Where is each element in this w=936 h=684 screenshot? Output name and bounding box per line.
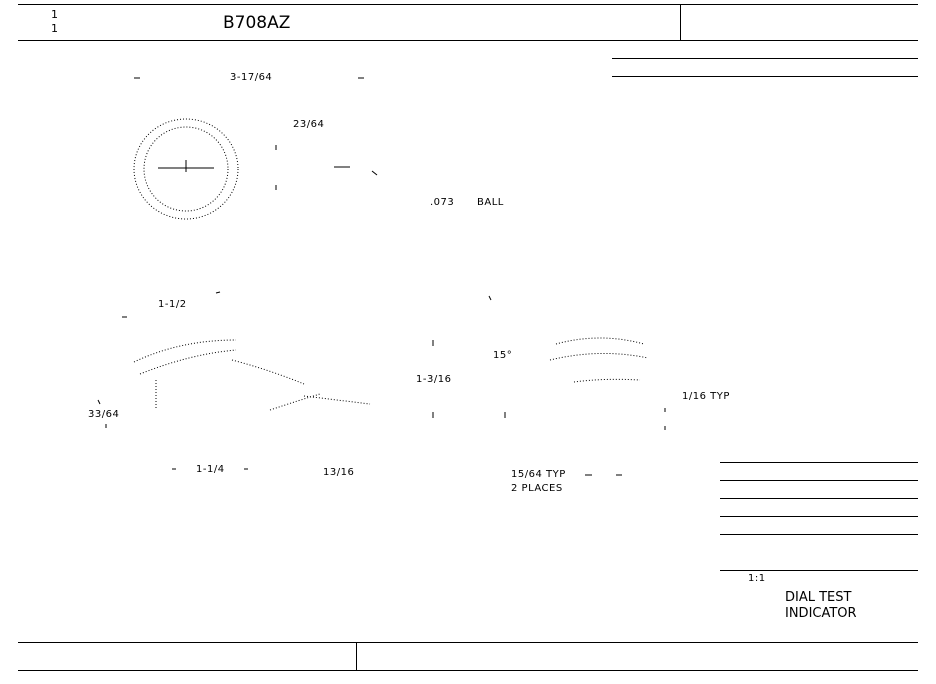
- dim-arm-length: 1-1/2: [158, 299, 187, 310]
- dim-ball-size: .073: [430, 197, 455, 208]
- part-name-line-1: DIAL TEST: [785, 590, 852, 605]
- table-rule-4: [720, 516, 918, 517]
- notes-rule-2: [612, 76, 918, 77]
- scale-note: 1:1: [748, 573, 766, 584]
- table-rule-2: [720, 480, 918, 481]
- dim-right-tip: 1/16 TYP: [682, 391, 730, 402]
- front-view-arm-mid: [139, 349, 237, 375]
- dim-ball-label: BALL: [477, 197, 504, 208]
- bottom-rule-2: [18, 670, 918, 671]
- front-view-tip: [303, 395, 371, 405]
- title-bottom-border: [18, 40, 918, 41]
- top-border: [18, 4, 918, 5]
- right-view-top: [555, 337, 645, 345]
- notes-rule-1: [612, 58, 918, 59]
- dim-top-width: 3-17/64: [230, 72, 273, 83]
- top-view-inner: [143, 126, 229, 212]
- dim-left-height: 33/64: [88, 409, 120, 420]
- radius-leader-2: [371, 170, 378, 176]
- sheet-number-top: 1: [51, 8, 58, 21]
- top-view-outline: [133, 118, 239, 220]
- dim-center-height: 1-3/16: [416, 374, 452, 385]
- front-view-arm-lower: [231, 359, 305, 385]
- part-number: B708AZ: [223, 13, 291, 33]
- table-rule-1: [720, 462, 918, 463]
- bottom-rule-1: [18, 642, 918, 643]
- table-rule-6: [720, 570, 918, 571]
- dim-angle: 15°: [493, 350, 513, 361]
- left-height-tick: [97, 399, 101, 405]
- table-rule-5: [720, 534, 918, 535]
- dim-holes: 15/64 TYP: [511, 469, 566, 480]
- table-rule-3: [720, 498, 918, 499]
- sheet-number-bottom: 1: [51, 22, 58, 35]
- front-view-underside: [269, 393, 321, 411]
- title-divider: [680, 4, 681, 41]
- dim-bottom-mid: 13/16: [323, 467, 355, 478]
- front-view-arm-top: [133, 339, 237, 363]
- dim-holes-qty: 2 PLACES: [511, 483, 563, 494]
- right-view-mid: [549, 353, 649, 361]
- side-angle-tick: [488, 295, 492, 301]
- bottom-divider: [356, 642, 357, 671]
- dim-radius-small: 23/64: [293, 119, 325, 130]
- dim-bottom-left: 1-1/4: [196, 464, 225, 475]
- right-view-lower: [573, 378, 641, 383]
- part-name-line-2: INDICATOR: [785, 606, 857, 621]
- arm-arrow-top: [215, 291, 221, 294]
